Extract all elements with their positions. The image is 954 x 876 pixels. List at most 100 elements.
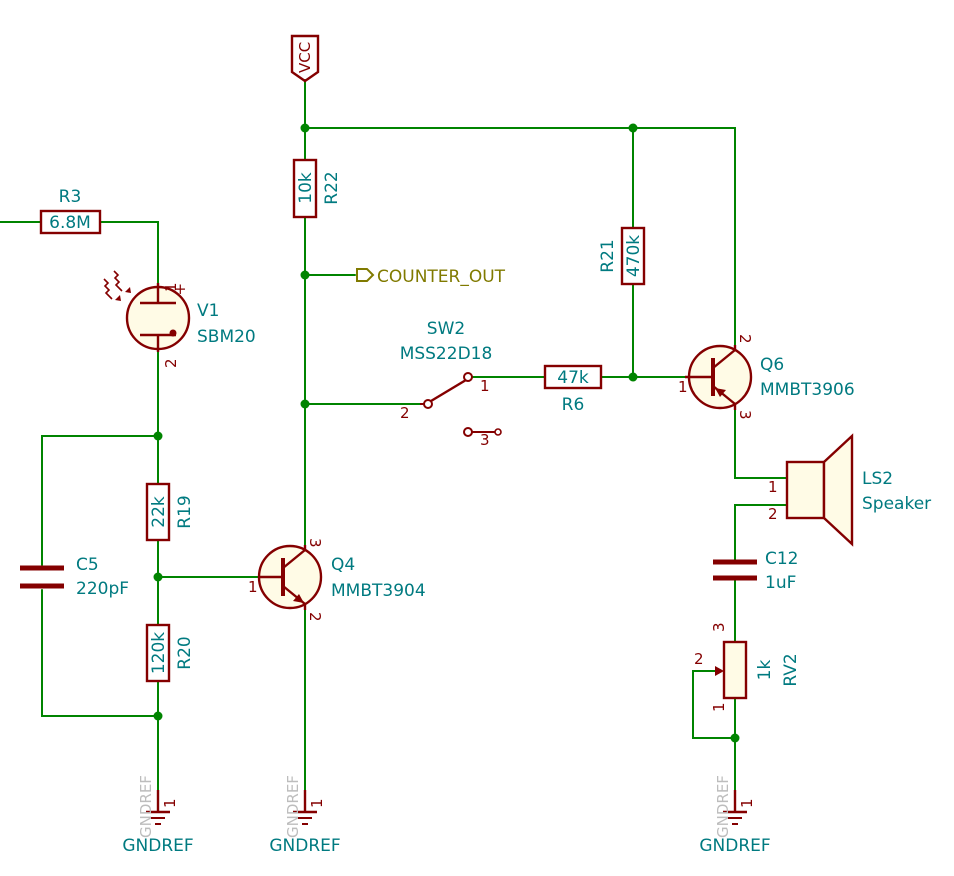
ground-symbol-right[interactable]: GNDREF 1 GNDREF (699, 775, 770, 856)
q4-pin-b: 1 (248, 578, 258, 596)
radiation-arrowhead-icon (115, 295, 121, 301)
capacitor-c12[interactable]: C12 1uF (713, 549, 799, 593)
switch-contact (463, 372, 473, 382)
switch-sw2[interactable]: 2 1 3 SW2 MSS22D18 (400, 319, 502, 449)
gnd-label: GNDREF (122, 836, 193, 856)
resistor-body (145, 623, 171, 683)
radiation-arrowhead-icon (125, 287, 131, 293)
junction-dot (153, 431, 163, 441)
resistor-r20[interactable]: 120k R20 (145, 623, 195, 683)
ls2-value: Speaker (862, 494, 931, 514)
counter-out-net-label[interactable]: COUNTER_OUT (356, 267, 506, 287)
q4-pin-c: 3 (306, 538, 324, 548)
gnd-pin: 1 (308, 798, 326, 808)
sw2-pin2: 2 (400, 404, 410, 422)
ground-symbol-left[interactable]: GNDREF 1 GNDREF (122, 775, 193, 856)
r6-ref: R6 (562, 395, 585, 415)
speaker-body (785, 460, 826, 520)
gnd-label: GNDREF (699, 836, 770, 856)
resistor-r6[interactable]: 47k R6 (543, 364, 603, 415)
gnd-pin: 1 (161, 798, 179, 808)
q6-value: MMBT3906 (760, 380, 855, 400)
c5-value: 220pF (76, 579, 129, 599)
junction-dot (300, 123, 310, 133)
transistor-q6[interactable]: 1 2 3 Q6 MMBT3906 (678, 334, 855, 420)
c5-ref: C5 (76, 555, 99, 575)
r19-ref: R19 (175, 495, 195, 528)
switch-blade (430, 378, 467, 403)
ground-symbol-middle[interactable]: GNDREF 1 GNDREF (269, 775, 340, 856)
net-label-flag-shape (356, 268, 375, 282)
counter-out-label: COUNTER_OUT (377, 267, 506, 287)
r3-value: 6.8M (49, 213, 91, 233)
rv2-pin1: 1 (710, 702, 728, 712)
resistor-r21[interactable]: 470k R21 (598, 226, 646, 286)
resistor-r19[interactable]: 22k R19 (145, 482, 195, 542)
r21-value: 470k (624, 235, 644, 277)
r20-value: 120k (149, 632, 169, 674)
wire (734, 409, 788, 479)
sw2-ref: SW2 (427, 319, 465, 339)
tube-dot (169, 329, 177, 337)
emitter-arrow-icon (293, 594, 304, 603)
junction-dot (153, 711, 163, 721)
resistor-r3[interactable]: 6.8M R3 (39, 187, 102, 235)
gnd-label: GNDREF (269, 836, 340, 856)
resistor-r22[interactable]: 10k R22 (292, 158, 342, 219)
potentiometer-body (722, 640, 748, 700)
switch-contact (494, 428, 502, 436)
v1-value: SBM20 (197, 327, 256, 347)
wire (304, 127, 736, 346)
junction-dot (300, 270, 310, 280)
speaker-ls2[interactable]: 1 2 LS2 Speaker (768, 433, 931, 547)
wires (0, 79, 788, 791)
v1-ref: V1 (197, 301, 219, 321)
transistor-q4[interactable]: 1 3 2 Q4 MMBT3904 (248, 538, 426, 622)
ls2-pin1: 1 (768, 478, 778, 496)
wire (734, 504, 788, 561)
resistor-body (543, 364, 603, 390)
resistor-body (39, 209, 102, 235)
switch-contact (423, 399, 433, 409)
resistor-body (145, 482, 171, 542)
potentiometer-rv2[interactable]: 3 2 1 1k RV2 (694, 622, 801, 712)
resistor-body (620, 226, 646, 286)
r19-value: 22k (149, 496, 169, 528)
r22-ref: R22 (322, 171, 342, 204)
q4-value: MMBT3904 (331, 581, 426, 601)
q6-pin-c: 2 (736, 334, 754, 344)
junction-dot (300, 399, 310, 409)
gnd-hidden-label: GNDREF (137, 775, 155, 838)
q4-ref: Q4 (331, 555, 355, 575)
transistor-collector (712, 349, 736, 369)
ls2-pin2: 2 (768, 505, 778, 523)
vcc-power-flag[interactable]: VCC (290, 34, 320, 83)
radiation-arrow-icon (113, 270, 123, 292)
junctions (153, 123, 740, 743)
q6-pin-e: 3 (736, 410, 754, 420)
c12-value: 1uF (765, 573, 796, 593)
wire (41, 435, 159, 566)
sw2-pin3: 3 (480, 431, 490, 449)
r21-ref: R21 (598, 239, 618, 272)
q6-ref: Q6 (760, 355, 784, 375)
rv2-ref: RV2 (781, 653, 801, 686)
sw2-value: MSS22D18 (400, 344, 493, 364)
junction-dot (628, 372, 638, 382)
wiper-arrow-icon (715, 666, 724, 676)
vcc-label: VCC (296, 42, 314, 73)
geiger-tube-v1[interactable]: 1 + 2 V1 SBM20 (103, 270, 256, 368)
switch-contact (463, 427, 473, 437)
r22-value: 10k (296, 172, 316, 204)
emitter-arrow-icon (715, 388, 726, 397)
junction-dot (153, 572, 163, 582)
junction-dot (730, 733, 740, 743)
capacitor-c5[interactable]: C5 220pF (20, 555, 129, 599)
q4-pin-e: 2 (306, 612, 324, 622)
rv2-pin3: 3 (710, 622, 728, 632)
r3-ref: R3 (59, 187, 82, 207)
rv2-value: 1k (755, 660, 775, 681)
speaker-cone (822, 433, 854, 547)
gnd-hidden-label: GNDREF (714, 775, 732, 838)
sw2-pin1: 1 (480, 377, 490, 395)
